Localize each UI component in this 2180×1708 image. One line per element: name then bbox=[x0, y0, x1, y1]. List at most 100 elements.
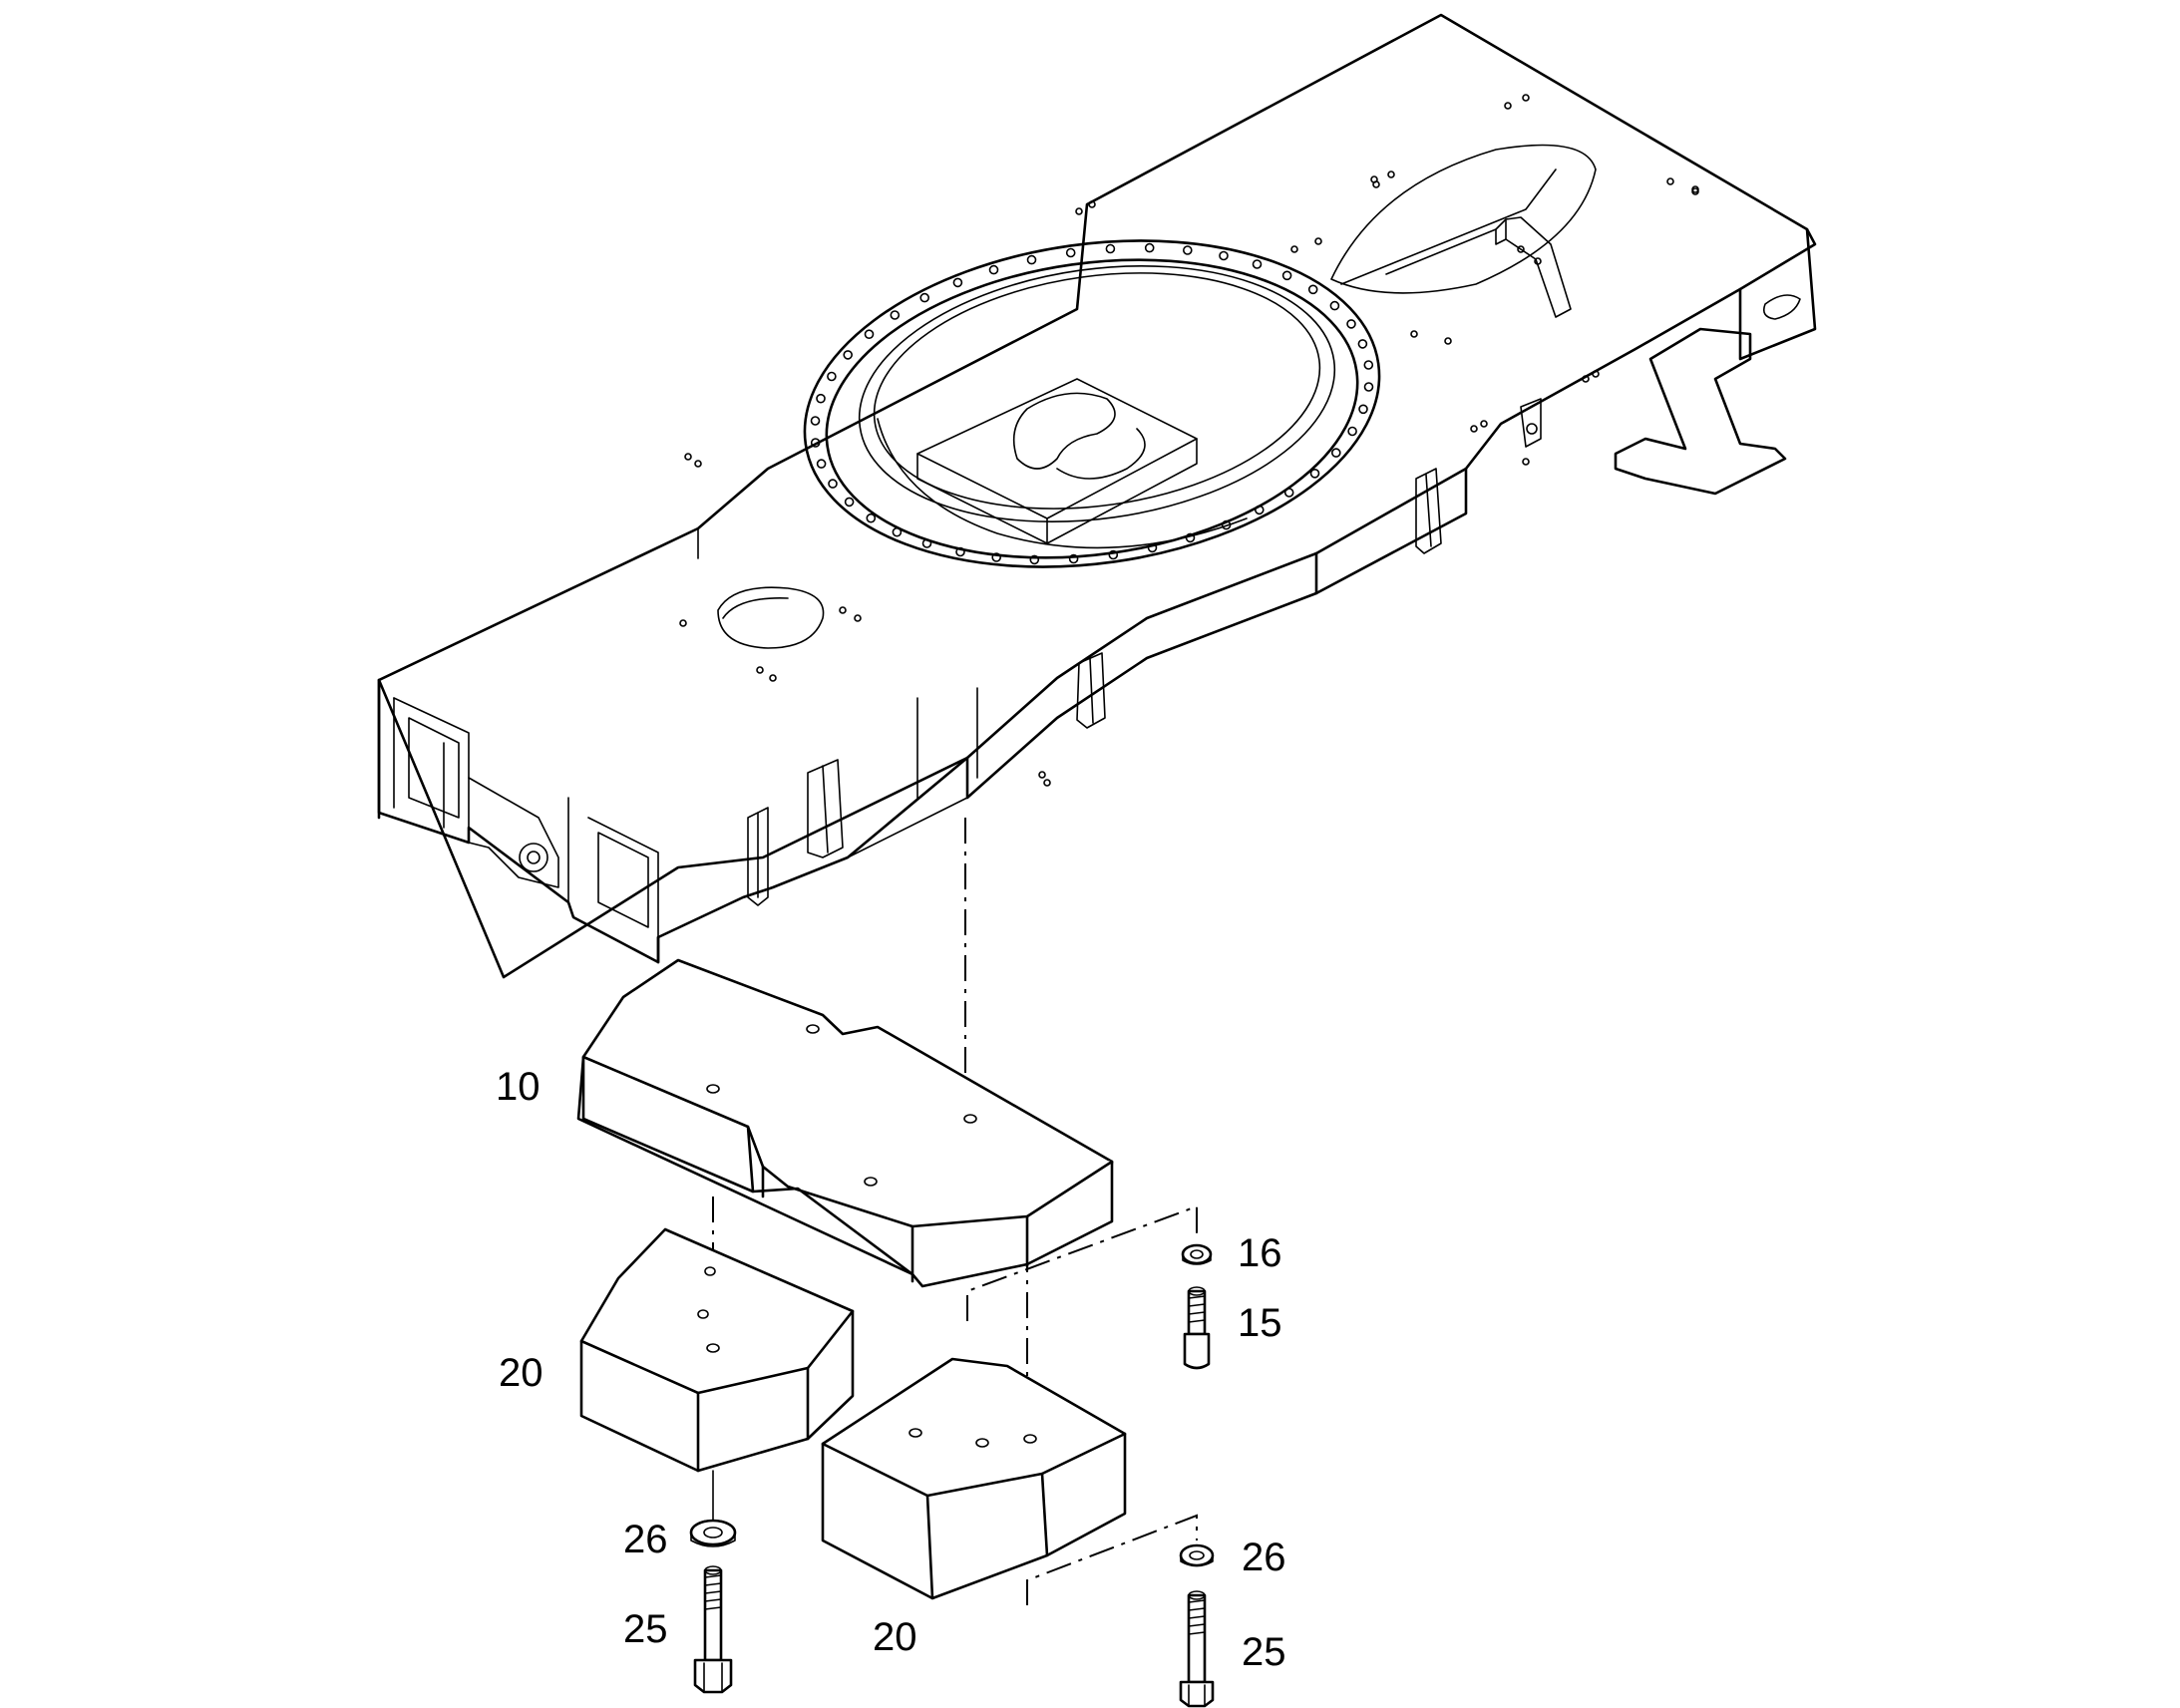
washer-16 bbox=[1181, 1243, 1213, 1265]
frame-hole bbox=[694, 460, 702, 468]
callout-25-left: 25 bbox=[623, 1607, 668, 1651]
ring-bolt-hole bbox=[866, 512, 877, 523]
ring-bolt-hole bbox=[1331, 448, 1341, 458]
ring-bolt-hole bbox=[1221, 519, 1232, 530]
side-bracket-1 bbox=[747, 807, 769, 906]
frame-hole bbox=[1387, 171, 1395, 178]
ring-bolt-hole bbox=[1358, 404, 1368, 415]
frame-hole bbox=[1522, 458, 1530, 466]
ring-bolt-hole bbox=[919, 292, 930, 303]
frame-hole bbox=[1470, 425, 1478, 433]
ring-bolt-hole bbox=[1026, 254, 1037, 265]
assembly-center-lines bbox=[712, 818, 1198, 1605]
ring-bolt-hole bbox=[1347, 426, 1357, 437]
frame-hole bbox=[839, 606, 847, 614]
frame-hole bbox=[756, 666, 764, 674]
ring-bolt-hole bbox=[810, 416, 821, 426]
bolt-25-right bbox=[1179, 1590, 1215, 1708]
counterweight-plate-10 bbox=[576, 958, 1114, 1288]
side-bracket-3 bbox=[1076, 652, 1106, 729]
callout-16: 16 bbox=[1238, 1231, 1282, 1275]
side-bracket-2 bbox=[807, 759, 844, 858]
ring-bolt-hole bbox=[1283, 488, 1294, 498]
ring-bolt-hole bbox=[892, 526, 903, 537]
frame-hole bbox=[1444, 337, 1452, 345]
ring-bolt-hole bbox=[828, 479, 838, 489]
washer-26-right bbox=[1179, 1543, 1215, 1567]
ring-bolt-hole bbox=[816, 393, 826, 404]
ring-bolt-hole bbox=[816, 459, 827, 469]
callout-26-right: 26 bbox=[1242, 1536, 1286, 1579]
frame-hole bbox=[1314, 237, 1322, 245]
counterweight-block-20-right bbox=[821, 1357, 1127, 1600]
ring-bolt-hole bbox=[1108, 549, 1119, 560]
ring-bolt-hole bbox=[844, 497, 855, 508]
frame-hole bbox=[1370, 175, 1378, 183]
ring-bolt-hole bbox=[843, 350, 854, 360]
side-bracket-4 bbox=[1415, 468, 1442, 554]
washer-26-left bbox=[689, 1470, 737, 1547]
ring-bolt-hole bbox=[1281, 270, 1292, 281]
ring-bolt-hole bbox=[1329, 300, 1340, 311]
frame-top-holes bbox=[679, 94, 1699, 787]
ring-bolt-hole bbox=[991, 552, 1002, 562]
ring-bolt-hole bbox=[1346, 319, 1356, 329]
ring-bolt-hole bbox=[810, 438, 821, 448]
callout-15: 15 bbox=[1238, 1301, 1282, 1345]
ring-bolt-hole bbox=[1147, 542, 1158, 553]
frame-hole bbox=[1480, 420, 1488, 428]
frame-hole bbox=[1504, 102, 1512, 110]
frame-hole bbox=[679, 619, 687, 627]
frame-hole bbox=[1592, 370, 1600, 378]
ring-bolt-hole bbox=[890, 310, 901, 320]
ring-bolt-hole bbox=[1252, 259, 1263, 269]
ring-bolt-hole bbox=[827, 371, 837, 382]
ring-bolt-hole bbox=[1255, 505, 1265, 515]
frame-hole bbox=[1410, 330, 1418, 338]
ring-bolt-hole bbox=[955, 546, 965, 557]
ring-bolt-hole bbox=[1105, 243, 1116, 254]
frame-hole bbox=[1691, 187, 1699, 195]
ring-bolt-hole bbox=[1363, 360, 1374, 370]
callout-20-right: 20 bbox=[873, 1615, 917, 1659]
bolt-25-left bbox=[693, 1565, 733, 1694]
frame-hole bbox=[1290, 245, 1298, 253]
frame-hole bbox=[1517, 245, 1525, 253]
callout-20-left: 20 bbox=[499, 1351, 544, 1395]
ring-bolt-hole bbox=[1185, 532, 1196, 543]
frame-hole bbox=[769, 674, 777, 682]
frame-hole bbox=[1582, 375, 1590, 383]
ring-bolt-hole bbox=[1065, 247, 1076, 258]
callout-25-right: 25 bbox=[1242, 1630, 1286, 1674]
counterweight-block-20-left bbox=[579, 1227, 855, 1473]
frame-hole bbox=[1043, 779, 1051, 787]
ring-bolt-hole bbox=[921, 538, 932, 548]
ring-bolt-hole bbox=[864, 329, 875, 340]
ring-bolt-hole bbox=[1144, 242, 1155, 253]
frame-hole bbox=[1534, 257, 1542, 265]
frame-hole bbox=[1666, 177, 1674, 185]
ring-bolt-hole bbox=[1029, 554, 1040, 565]
ring-bolt-hole bbox=[1219, 250, 1229, 261]
side-bracket-5 bbox=[1520, 398, 1542, 448]
ring-bolt-hole bbox=[1068, 553, 1079, 564]
frame-hole bbox=[1522, 94, 1530, 102]
ring-bolt-hole bbox=[1183, 245, 1193, 255]
ring-bolt-hole bbox=[1307, 284, 1318, 295]
ring-bolt-hole bbox=[1309, 468, 1320, 479]
ring-bolt-hole bbox=[1357, 339, 1368, 349]
ring-bolt-hole bbox=[988, 264, 999, 275]
callout-10: 10 bbox=[496, 1065, 541, 1109]
frame-hole bbox=[1075, 207, 1083, 215]
ring-bolt-hole bbox=[1363, 382, 1374, 392]
upper-frame bbox=[377, 13, 1817, 979]
ring-bolt-holes bbox=[810, 242, 1374, 565]
frame-hole bbox=[854, 614, 862, 622]
ring-bolt-hole bbox=[952, 277, 963, 288]
callout-26-left: 26 bbox=[623, 1518, 668, 1561]
frame-hole bbox=[1038, 771, 1046, 779]
frame-hole bbox=[1088, 200, 1096, 208]
frame-hole bbox=[684, 453, 692, 461]
bolt-15 bbox=[1183, 1286, 1211, 1370]
